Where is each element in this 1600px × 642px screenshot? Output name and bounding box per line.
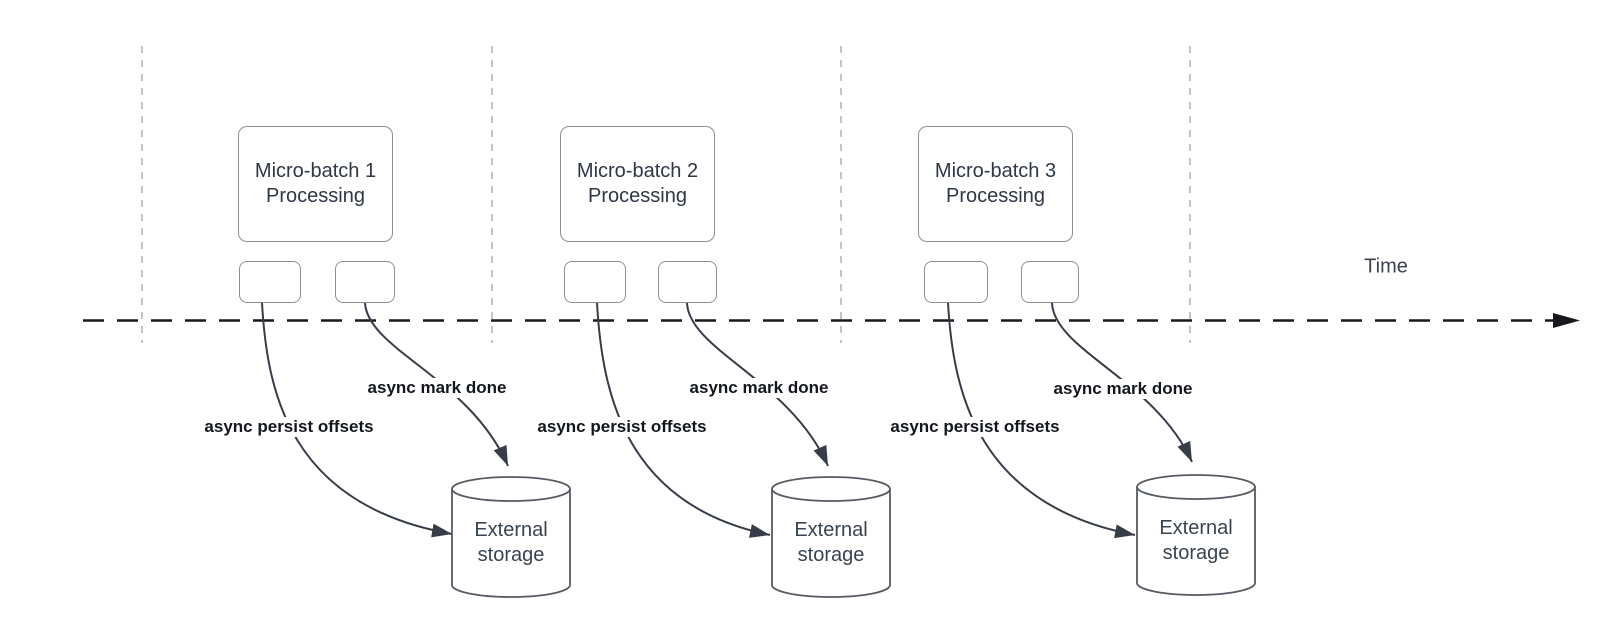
persist-offsets-task-box-3	[924, 261, 988, 303]
persist-offsets-arrow-2	[596, 302, 771, 538]
storage-cylinder-2	[771, 476, 891, 598]
persist-offsets-label-1: async persist offsets	[201, 417, 377, 437]
external-storage-label-3: External storage	[1159, 517, 1233, 564]
time-axis-label: Time	[1364, 255, 1408, 278]
persist-offsets-arrow-3	[947, 302, 1136, 539]
storage-cylinder-1	[451, 476, 571, 598]
mark-done-task-box-1	[335, 261, 395, 303]
external-storage-label-2: External storage	[794, 519, 868, 566]
persist-offsets-arrow-1	[261, 302, 453, 538]
persist-offsets-label-3: async persist offsets	[887, 417, 1063, 437]
mark-done-task-box-2	[658, 261, 717, 303]
mark-done-task-box-3	[1021, 261, 1079, 303]
mark-done-arrow-1	[364, 302, 509, 467]
time-axis-arrowhead	[1553, 313, 1580, 328]
micro-batch-3-box: Micro-batch 3 Processing	[918, 126, 1073, 242]
persist-offsets-label-2: async persist offsets	[534, 417, 710, 437]
mark-done-label-1: async mark done	[364, 378, 510, 398]
mark-done-arrow-3	[1051, 302, 1193, 463]
storage-cylinder-3	[1136, 474, 1256, 596]
micro-batch-1-box: Micro-batch 1 Processing	[238, 126, 393, 242]
external-storage-label-1: External storage	[474, 519, 548, 566]
micro-batch-1-label: Micro-batch 1 Processing	[254, 160, 377, 207]
mark-done-label-2: async mark done	[686, 378, 832, 398]
persist-offsets-task-box-2	[564, 261, 626, 303]
micro-batch-2-box: Micro-batch 2 Processing	[560, 126, 715, 242]
micro-batch-3-label: Micro-batch 3 Processing	[934, 160, 1057, 207]
mark-done-arrow-2	[686, 302, 829, 467]
persist-offsets-task-box-1	[239, 261, 301, 303]
micro-batch-2-label: Micro-batch 2 Processing	[576, 160, 699, 207]
mark-done-label-3: async mark done	[1050, 379, 1196, 399]
